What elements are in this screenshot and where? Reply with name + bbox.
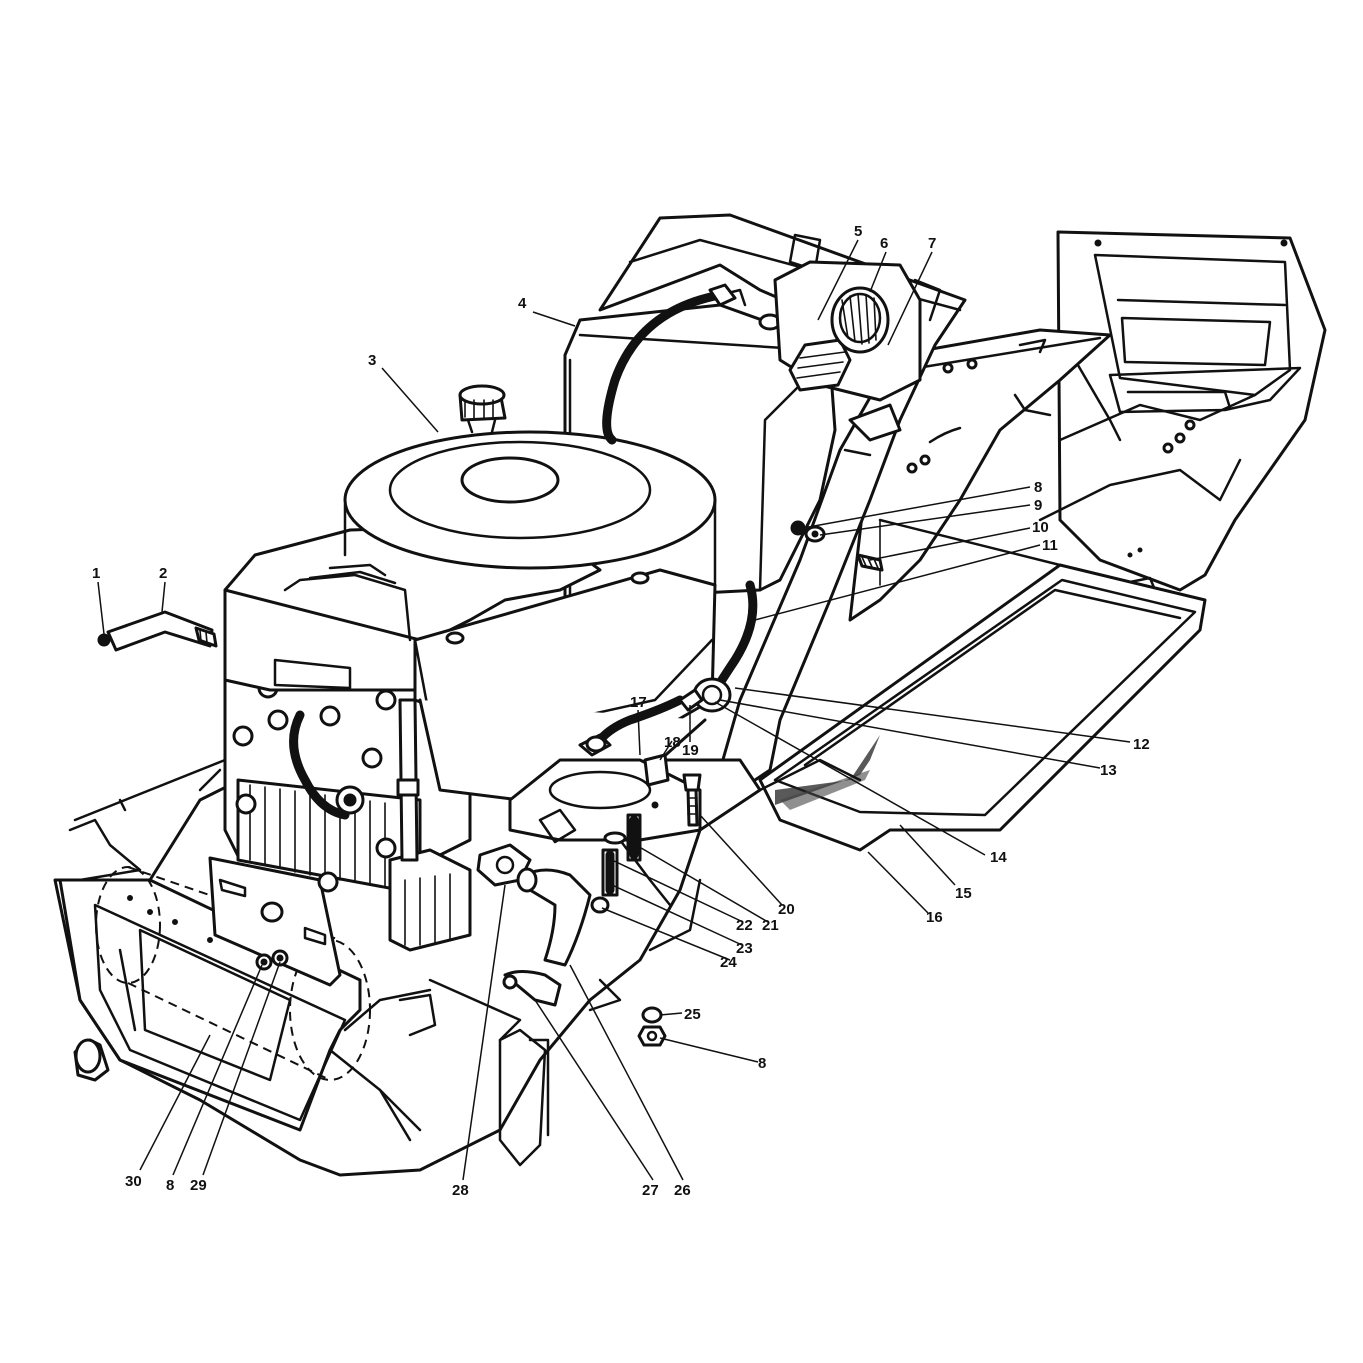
callout-6: 6 [880, 235, 888, 252]
callout-14: 14 [990, 849, 1007, 866]
callout-22: 22 [736, 917, 753, 934]
callout-25: 25 [684, 1006, 701, 1023]
callout-23: 23 [736, 940, 753, 957]
callout-20: 20 [778, 901, 795, 918]
callout-8-lower: 8 [758, 1055, 766, 1072]
callout-7: 7 [928, 235, 936, 252]
callout-15: 15 [955, 885, 972, 902]
fuel-line-clip [578, 733, 612, 757]
rear-frame [1038, 230, 1327, 592]
callout-18: 18 [664, 734, 681, 751]
chassis-side-panel [848, 328, 1112, 622]
callout-29: 29 [190, 1177, 207, 1194]
callout-3: 3 [368, 352, 376, 369]
callout-1: 1 [92, 565, 100, 582]
callout-12: 12 [1133, 736, 1150, 753]
callout-9: 9 [1034, 497, 1042, 514]
callout-10: 10 [1032, 519, 1049, 536]
callout-28: 28 [452, 1182, 469, 1199]
callout-4: 4 [518, 295, 527, 312]
muffler-bracket [208, 856, 342, 987]
leader-lines [97, 239, 1131, 1181]
steering-column [843, 403, 902, 457]
tread-texture [775, 735, 880, 810]
fuel-line [595, 283, 758, 745]
callout-5: 5 [854, 223, 862, 240]
callout-13: 13 [1100, 762, 1117, 779]
callout-27: 27 [642, 1182, 659, 1199]
callout-8-front: 8 [166, 1177, 174, 1194]
foot-tray [758, 518, 1207, 852]
callout-17: 17 [630, 694, 647, 711]
callout-21: 21 [762, 917, 779, 934]
callout-8-upper: 8 [1034, 479, 1042, 496]
callout-11: 11 [1042, 537, 1058, 554]
callout-2: 2 [159, 565, 167, 582]
fuel-cap [830, 286, 890, 354]
callout-24: 24 [720, 954, 737, 971]
filler-neck [788, 338, 852, 392]
callout-19: 19 [682, 742, 699, 759]
engine [223, 384, 717, 952]
hardware [97, 520, 884, 1047]
callout-26: 26 [674, 1182, 691, 1199]
callout-30: 30 [125, 1173, 142, 1190]
callout-16: 16 [926, 909, 943, 926]
fuel-filter [678, 677, 732, 713]
callout-labels: 1 2 3 4 5 6 7 8 9 10 11 12 13 14 15 16 1… [92, 223, 1150, 1199]
